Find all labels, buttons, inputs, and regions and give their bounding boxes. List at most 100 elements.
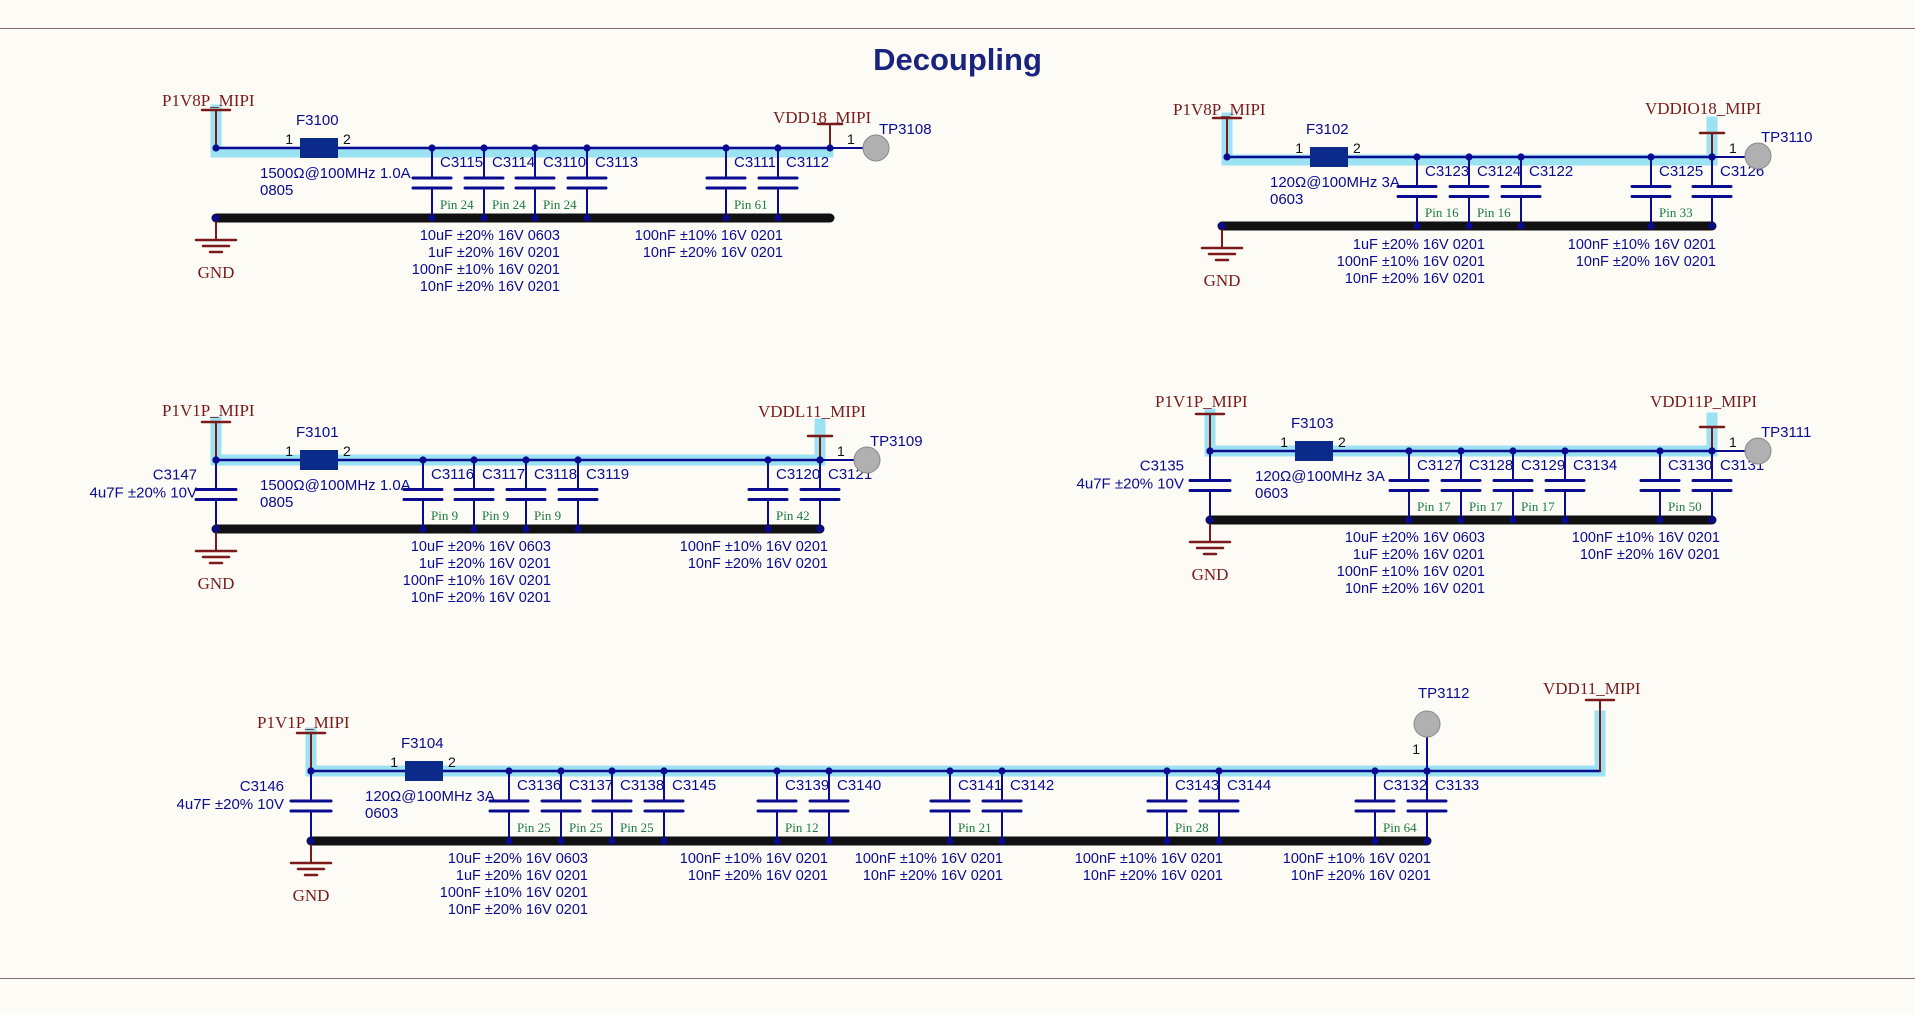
junction-dot — [1371, 837, 1379, 845]
cap-ref: C3123 — [1425, 163, 1469, 180]
output-net-label: VDDIO18_MIPI — [1645, 99, 1762, 118]
cap-value-note: 10nF ±20% 16V 0201 — [688, 868, 828, 884]
junction-dot — [574, 456, 582, 464]
ferrite-pin2: 2 — [1353, 140, 1361, 156]
cap-pin-label: Pin 9 — [482, 508, 509, 523]
junction-dot — [212, 456, 220, 464]
ferrite-bead — [1310, 147, 1348, 167]
junction-dot — [773, 837, 781, 845]
junction-dot — [583, 144, 591, 152]
testpoint-pin: 1 — [1729, 434, 1737, 450]
testpoint-icon — [853, 446, 881, 474]
cap-pin-label: Pin 17 — [1469, 499, 1503, 514]
junction-dot — [1708, 222, 1716, 230]
ground-label: GND — [293, 886, 330, 905]
cap-pin-label: Pin 25 — [569, 820, 603, 835]
ferrite-spec: 0805 — [260, 494, 293, 511]
cap-ref: C3125 — [1659, 163, 1703, 180]
cap-pin-label: Pin 9 — [534, 508, 561, 523]
cap-value-note: 100nF ±10% 16V 0201 — [403, 573, 551, 589]
testpoint-icon — [1744, 437, 1772, 465]
input-net-label: P1V1P_MIPI — [1155, 392, 1248, 411]
cap-ref: C3141 — [958, 777, 1002, 794]
cap-value-note: 10nF ±20% 16V 0201 — [420, 279, 560, 295]
junction-dot — [1206, 447, 1214, 455]
cap-value-note: 10nF ±20% 16V 0201 — [1083, 868, 1223, 884]
cap-ref: C3142 — [1010, 777, 1054, 794]
junction-dot — [1647, 153, 1655, 161]
cap-pin-label: Pin 50 — [1668, 499, 1702, 514]
ground-label: GND — [1192, 565, 1229, 584]
cap-value-note: 10nF ±20% 16V 0201 — [1576, 254, 1716, 270]
cap-ref: C3133 — [1435, 777, 1479, 794]
junction-dot — [1163, 767, 1171, 775]
junction-dot — [774, 144, 782, 152]
cap-value-note: 100nF ±10% 16V 0201 — [635, 228, 783, 244]
junction-dot — [307, 767, 315, 775]
junction-dot — [1405, 447, 1413, 455]
junction-dot — [660, 767, 668, 775]
junction-dot — [522, 456, 530, 464]
cap-ref: C3134 — [1573, 457, 1617, 474]
cap-ref: C3114 — [492, 154, 535, 171]
testpoint-ref: TP3109 — [870, 433, 923, 450]
testpoint-pin: 1 — [1412, 741, 1420, 757]
junction-dot — [1708, 447, 1716, 455]
junction-dot — [574, 525, 582, 533]
ferrite-spec: 120Ω@100MHz 3A — [1270, 174, 1400, 191]
junction-dot — [998, 837, 1006, 845]
ferrite-pin1: 1 — [390, 754, 398, 770]
junction-dot — [1218, 222, 1226, 230]
cap-pin-label: Pin 24 — [492, 197, 526, 212]
junction-dot — [1561, 447, 1569, 455]
cap-value-note: 10nF ±20% 16V 0201 — [1345, 581, 1485, 597]
ferrite-bead — [300, 138, 338, 158]
ground-label: GND — [198, 263, 235, 282]
sheet-bottom-border — [0, 978, 1915, 979]
testpoint-ref: TP3110 — [1761, 129, 1812, 146]
output-net-label: VDD11_MIPI — [1543, 679, 1641, 698]
cap-pin-label: Pin 42 — [776, 508, 810, 523]
junction-dot — [825, 767, 833, 775]
junction-dot — [1413, 153, 1421, 161]
input-cap-value: 4u7F ±20% 10V — [1077, 476, 1184, 493]
ferrite-pin1: 1 — [285, 131, 293, 147]
junction-dot — [1215, 767, 1223, 775]
cap-value-note: 100nF ±10% 16V 0201 — [1568, 237, 1716, 253]
junction-dot — [531, 144, 539, 152]
ferrite-ref: F3102 — [1306, 121, 1349, 138]
cap-pin-label: Pin 61 — [734, 197, 768, 212]
ferrite-pin1: 1 — [285, 443, 293, 459]
junction-dot — [764, 525, 772, 533]
cap-pin-label: Pin 24 — [440, 197, 474, 212]
cap-ref: C3112 — [786, 154, 829, 171]
cap-value-note: 1uF ±20% 16V 0201 — [428, 245, 560, 261]
junction-dot — [212, 144, 220, 152]
junction-dot — [1215, 837, 1223, 845]
junction-dot — [1206, 516, 1214, 524]
ferrite-pin2: 2 — [343, 443, 351, 459]
cap-pin-label: Pin 21 — [958, 820, 992, 835]
cap-ref: C3127 — [1417, 457, 1461, 474]
input-net-label: P1V8P_MIPI — [162, 91, 255, 110]
junction-dot — [722, 144, 730, 152]
testpoint-icon — [1413, 710, 1441, 738]
cap-value-note: 1uF ±20% 16V 0201 — [419, 556, 551, 572]
cap-value-note: 10nF ±20% 16V 0201 — [863, 868, 1003, 884]
junction-dot — [1708, 153, 1716, 161]
cap-ref: C3117 — [482, 466, 525, 483]
cap-value-note: 10uF ±20% 16V 0603 — [411, 539, 551, 555]
input-cap-ref: C3146 — [240, 778, 284, 795]
cap-value-note: 100nF ±10% 16V 0201 — [412, 262, 560, 278]
junction-dot — [825, 837, 833, 845]
ground-label: GND — [198, 574, 235, 593]
cap-value-note: 100nF ±10% 16V 0201 — [680, 539, 828, 555]
testpoint-pin: 1 — [837, 443, 845, 459]
ferrite-pin2: 2 — [1338, 434, 1346, 450]
cap-ref: C3122 — [1529, 163, 1573, 180]
testpoint-icon — [1744, 142, 1772, 170]
cap-value-note: 10nF ±20% 16V 0201 — [688, 556, 828, 572]
cap-ref: C3144 — [1227, 777, 1271, 794]
output-net-label: VDD18_MIPI — [773, 108, 872, 127]
cap-pin-label: Pin 28 — [1175, 820, 1209, 835]
